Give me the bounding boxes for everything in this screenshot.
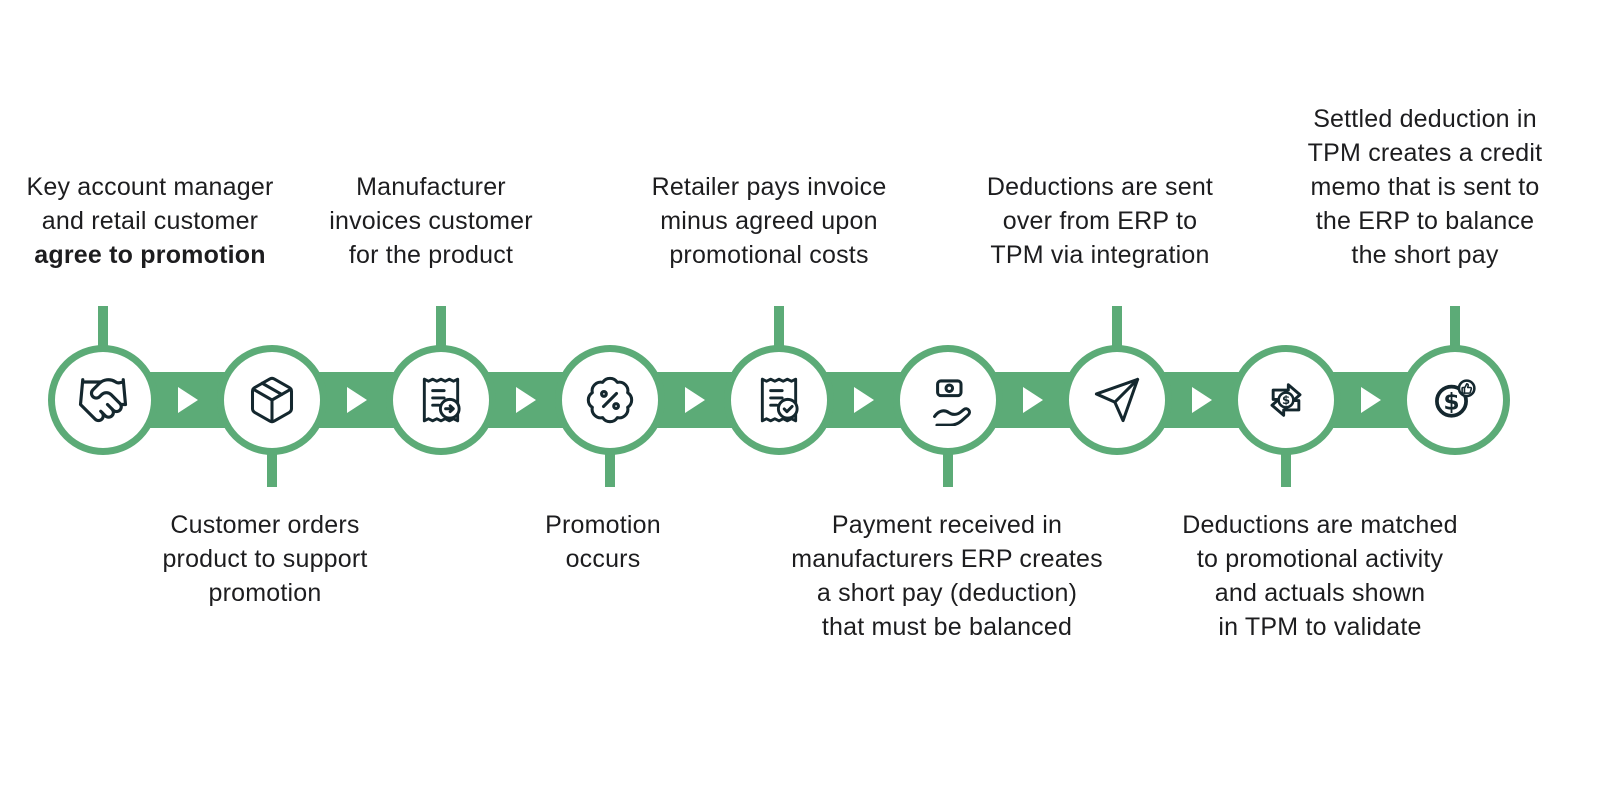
label-line: product to support (162, 545, 368, 573)
label-line: the ERP to balance (1315, 207, 1535, 235)
label-line: promotion (208, 579, 322, 607)
step-2-circle (217, 345, 327, 455)
step-1-circle (48, 345, 158, 455)
stem-step-1 (98, 306, 108, 352)
label-line: Deductions are sent (986, 173, 1214, 201)
handshake-icon (78, 378, 128, 423)
dollar-glyph: $ (1443, 387, 1459, 415)
stem-step-7 (1112, 306, 1122, 352)
deduction-match-icon: $ (1270, 383, 1302, 417)
label-line: memo that is sent to (1310, 173, 1540, 201)
label-line: Manufacturer (356, 173, 506, 201)
step-4-label: Promotion occurs (403, 508, 803, 576)
label-line: Retailer pays invoice (651, 173, 887, 201)
send-icon (1094, 377, 1140, 423)
label-line: to promotional activity (1196, 545, 1444, 573)
payment-received-icon (933, 379, 971, 426)
settled-deduction-icon: $ (1435, 379, 1476, 418)
stem-step-3 (436, 306, 446, 352)
label-line: that must be balanced (821, 613, 1073, 641)
label-line: invoices customer (329, 207, 533, 235)
label-line: Settled deduction in (1313, 105, 1537, 133)
thumbs-up-icon (1461, 382, 1473, 394)
stem-step-6 (943, 448, 953, 487)
step-5-label: Retailer pays invoice minus agreed upon … (579, 170, 959, 272)
arrow-right-icon (347, 387, 367, 413)
stem-step-5 (774, 306, 784, 352)
label-line: and retail customer (41, 207, 259, 235)
label-line-bold: agree to promotion (34, 241, 266, 269)
step-4-circle (555, 345, 665, 455)
label-line: the short pay (1351, 241, 1499, 269)
label-line: Promotion (545, 511, 661, 539)
arrow-right-icon (516, 387, 536, 413)
label-line: over from ERP to (1002, 207, 1198, 235)
stem-step-9 (1450, 306, 1460, 352)
step-7-circle (1062, 345, 1172, 455)
step-1-label: Key account manager and retail customer … (0, 170, 340, 272)
label-line: and actuals shown (1214, 579, 1426, 607)
arrow-right-icon (1361, 387, 1381, 413)
package-icon (250, 376, 294, 424)
label-line: for the product (348, 241, 514, 269)
label-line: TPM creates a credit (1307, 139, 1543, 167)
stem-step-2 (267, 448, 277, 487)
step-8-circle: $ (1231, 345, 1341, 455)
label-line: Key account manager (26, 173, 274, 201)
stem-step-4 (605, 448, 615, 487)
dollar-glyph: $ (1282, 393, 1290, 407)
label-line: occurs (565, 545, 641, 573)
label-line: manufacturers ERP creates (791, 545, 1103, 573)
step-2-label: Customer orders product to support promo… (65, 508, 465, 610)
step-6-label: Payment received in manufacturers ERP cr… (747, 508, 1147, 644)
invoice-paid-icon (760, 377, 799, 423)
arrow-right-icon (854, 387, 874, 413)
label-line: promotional costs (669, 241, 869, 269)
stem-step-8 (1281, 448, 1291, 487)
invoice-sent-icon (422, 377, 461, 423)
label-line: Payment received in (831, 511, 1063, 539)
arrow-right-icon (1023, 387, 1043, 413)
label-line: in TPM to validate (1218, 613, 1422, 641)
arrow-right-icon (178, 387, 198, 413)
step-3-circle (386, 345, 496, 455)
label-line: a short pay (deduction) (816, 579, 1078, 607)
promotion-percent-icon (586, 376, 634, 424)
label-line: TPM via integration (990, 241, 1210, 269)
step-8-label: Deductions are matched to promotional ac… (1110, 508, 1530, 644)
label-line: minus agreed upon (660, 207, 878, 235)
step-9-label: Settled deduction in TPM creates a credi… (1235, 102, 1600, 272)
label-line: Deductions are matched (1182, 511, 1458, 539)
arrow-right-icon (1192, 387, 1212, 413)
step-5-circle (724, 345, 834, 455)
step-3-label: Manufacturer invoices customer for the p… (241, 170, 621, 272)
arrow-right-icon (685, 387, 705, 413)
step-6-circle (893, 345, 1003, 455)
step-7-label: Deductions are sent over from ERP to TPM… (910, 170, 1290, 272)
label-line: Customer orders (170, 511, 360, 539)
step-9-circle: $ (1400, 345, 1510, 455)
